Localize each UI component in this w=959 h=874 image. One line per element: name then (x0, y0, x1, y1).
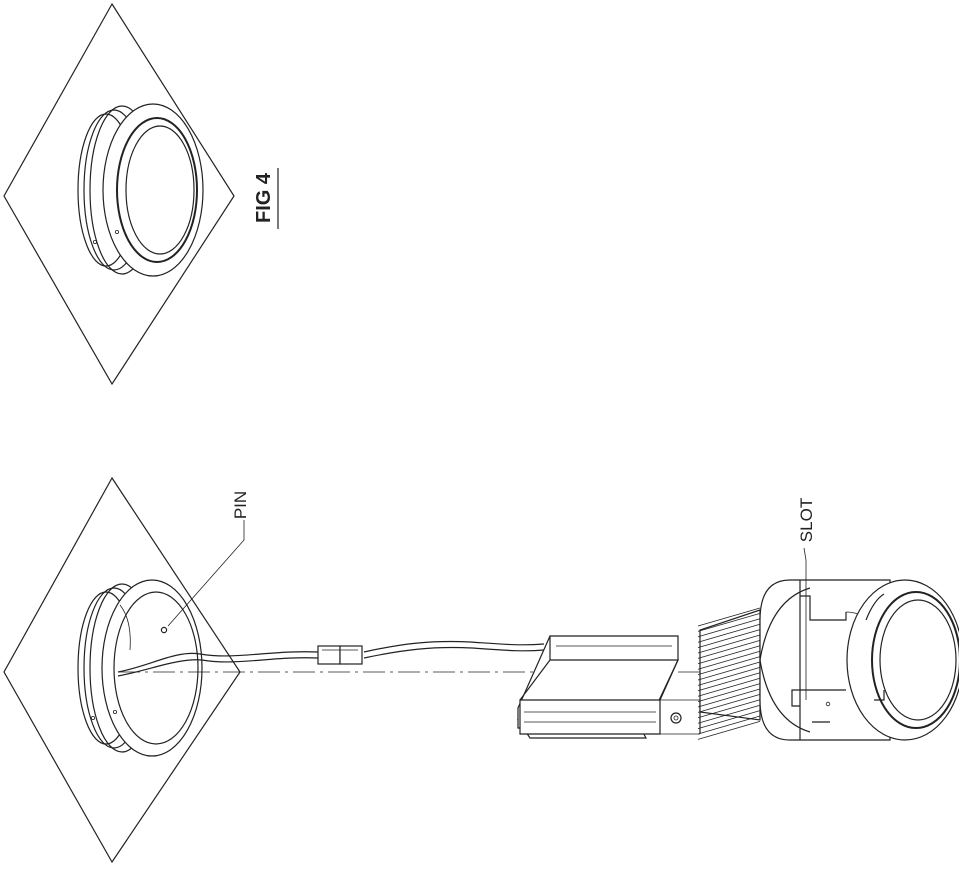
heat-sink-fin (697, 667, 761, 686)
heat-sink-fin (697, 640, 761, 659)
heat-sink-fin (697, 683, 761, 702)
slot-groove (791, 595, 847, 707)
heat-sink-fin (697, 721, 761, 740)
heat-sink-fin (697, 650, 761, 670)
heat-sink-fin (697, 677, 761, 697)
heat-sink-fin (697, 699, 761, 719)
figure-caption: FIG 4 (253, 168, 279, 229)
heat-sink-fin (697, 607, 761, 627)
heat-sink-fin (697, 694, 761, 713)
ceiling-plate-installed (3, 2, 235, 386)
heat-sink-fin (697, 634, 761, 654)
ceiling-plate-exploded (3, 476, 245, 864)
heat-sink-fin (697, 618, 761, 638)
heat-sink-fin (697, 613, 761, 632)
heat-sink-fin (697, 629, 761, 648)
heat-sink-fin (697, 656, 761, 675)
slot-label: SLOT (797, 498, 816, 542)
supply-wire (117, 640, 545, 677)
heat-sink-fin (697, 672, 761, 692)
heat-sink-fin (697, 715, 761, 735)
heat-sink-fin (697, 623, 761, 643)
slot-leader (803, 547, 807, 700)
heat-sink-fin (697, 661, 761, 681)
heat-sink-fin (697, 688, 761, 708)
heat-sink-fin (697, 710, 761, 729)
heat-sink (697, 607, 761, 740)
pin-label: PIN (231, 491, 250, 519)
pin-mark (160, 626, 168, 634)
reflector-opening (846, 579, 959, 741)
heat-sink-fin (697, 704, 761, 724)
mounting-ring (77, 579, 203, 757)
heat-sink-fin (697, 645, 761, 665)
inline-connector (317, 645, 363, 665)
trim-ring-installed (77, 103, 204, 277)
figure-caption-text: FIG 4 (253, 172, 275, 223)
driver-box (516, 635, 701, 739)
